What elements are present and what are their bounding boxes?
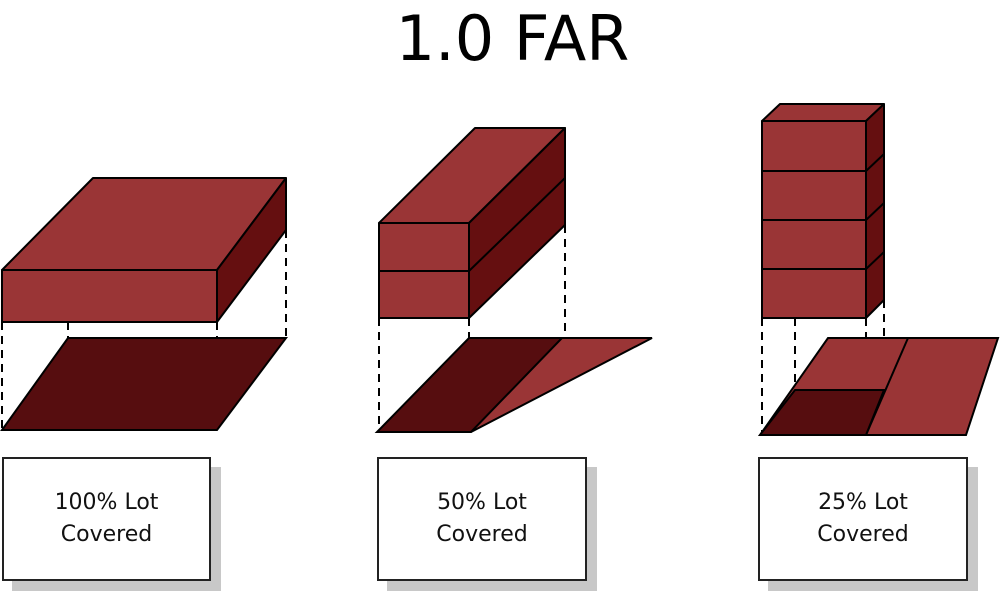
building-top-face xyxy=(761,103,885,122)
label-text: 25% Lot Covered xyxy=(817,487,908,551)
scenario-100-percent xyxy=(0,177,288,431)
building-block xyxy=(761,103,885,319)
label-text: 100% Lot Covered xyxy=(55,487,159,551)
diagram-title: 1.0 FAR xyxy=(395,2,630,75)
floor-divider-side xyxy=(865,153,885,172)
label-card-50-percent: 50% Lot Covered xyxy=(377,457,587,581)
floor-divider-side xyxy=(865,202,885,221)
label-card-100-percent: 100% Lot Covered xyxy=(2,457,211,581)
floor-divider-side xyxy=(468,177,566,272)
building-front-face xyxy=(1,269,218,323)
label-line-2: Covered xyxy=(60,522,153,547)
covered-lot xyxy=(0,337,288,431)
label-line-2: Covered xyxy=(817,522,909,547)
label-card-25-percent: 25% Lot Covered xyxy=(758,457,968,581)
scenario-50-percent xyxy=(374,127,653,433)
label-line-1: 100% Lot xyxy=(54,490,159,515)
label-line-2: Covered xyxy=(436,522,528,547)
label-line-1: 25% Lot xyxy=(818,490,908,515)
building-block xyxy=(378,127,566,319)
floor-divider-side xyxy=(865,251,885,270)
building-block xyxy=(1,177,287,323)
scenario-25-percent xyxy=(757,103,1000,436)
covered-lot xyxy=(374,337,565,433)
label-text: 50% Lot Covered xyxy=(436,487,527,551)
label-line-1: 50% Lot xyxy=(437,490,527,515)
covered-lot xyxy=(757,389,886,436)
